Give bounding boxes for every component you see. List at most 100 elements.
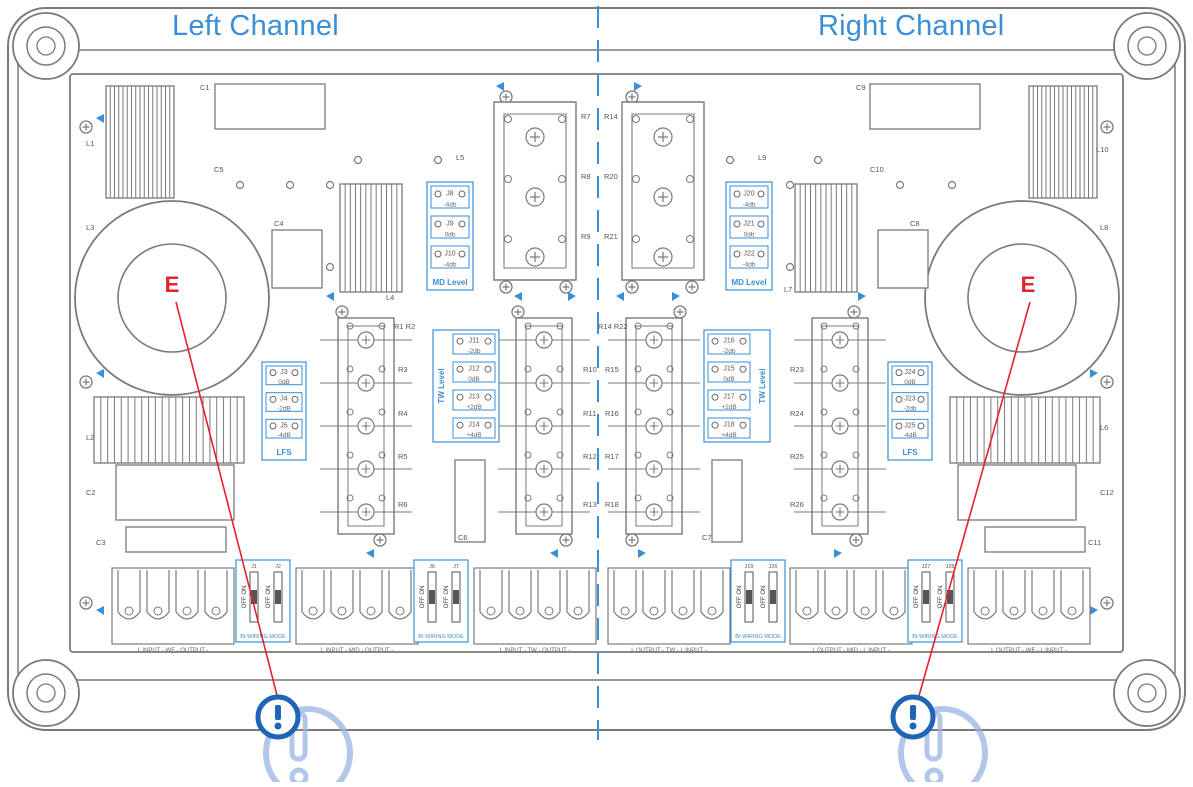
screw-slot: [514, 308, 522, 316]
jumper-cell: [729, 215, 769, 239]
column-pin: [556, 451, 564, 459]
column-pin: [852, 408, 860, 416]
terminal-screw: [980, 606, 990, 616]
jumper-pin: [484, 393, 492, 401]
column-screw-slot: [649, 335, 659, 345]
switch-lever: [275, 590, 281, 604]
mount-hole: [1137, 36, 1157, 56]
jumper-id: J15: [723, 366, 734, 373]
alignment-mark: [326, 292, 334, 301]
component-label: C2: [86, 488, 96, 497]
jumper-id: J10: [444, 251, 455, 258]
terminal-screw: [308, 606, 318, 616]
bracket-inner: [631, 113, 695, 269]
jumper-title: LFS: [276, 448, 292, 457]
component-label: L6: [1100, 423, 1108, 432]
switch-lever: [770, 590, 776, 604]
outer-frame: [7, 7, 1186, 731]
jumper-pin: [711, 393, 719, 401]
component-label: L10: [1096, 145, 1109, 154]
mount-boss: [12, 659, 80, 727]
column-pin: [556, 494, 564, 502]
jumper-value: -4db: [443, 202, 456, 209]
capacitor: [869, 83, 981, 130]
coil-l4: [339, 183, 403, 293]
terminal-right-0: L OUTPUT - TW - L INPUT -: [607, 567, 731, 654]
terminal-screw: [182, 606, 192, 616]
component-label: R15: [605, 365, 619, 374]
jumper-pin: [917, 369, 925, 377]
switch-lever: [251, 590, 257, 604]
switch-id: J27: [922, 564, 931, 570]
screw-slot: [562, 283, 570, 291]
bracket-screw-slot: [530, 192, 540, 202]
column-screw-slot: [649, 507, 659, 517]
column-pin: [378, 494, 386, 502]
coil-l1: [105, 85, 175, 199]
warning-icon-bar: [910, 705, 916, 720]
component-label: C11: [1088, 538, 1101, 547]
screw-slot: [852, 536, 860, 544]
terminal-clamp: [566, 570, 590, 620]
terminal-clamp: [613, 570, 637, 620]
coil-l2: [93, 396, 245, 464]
column-pin: [556, 365, 564, 373]
jumper-id: J23: [904, 396, 915, 403]
column-screw-slot: [539, 421, 549, 431]
column-pin: [820, 451, 828, 459]
switch-slot: [427, 571, 437, 623]
jumper-cell: [452, 389, 496, 411]
resistor-column: [498, 317, 590, 535]
column-pin: [666, 365, 674, 373]
warning-icon-left: [255, 694, 353, 787]
bracket-pin: [632, 175, 640, 183]
terminal-clamp: [1060, 570, 1084, 620]
bracket-pin: [686, 235, 694, 243]
jumper-panel-frame: [432, 329, 500, 443]
mount-hole: [36, 683, 56, 703]
bracket-screw-slot: [530, 132, 540, 142]
bracket-pin: [686, 115, 694, 123]
component-label: C9: [856, 83, 866, 92]
via-hole: [325, 262, 335, 272]
jumper-value: +2dB: [466, 404, 481, 411]
switch-id: J26: [769, 564, 778, 570]
terminal-clamp: [388, 570, 412, 620]
jumper-cell: [891, 418, 929, 439]
column-screw-slot: [539, 507, 549, 517]
column-pin: [634, 408, 642, 416]
jumper-pin: [739, 337, 747, 345]
via-hole: [947, 180, 957, 190]
column-screw-slot: [361, 464, 371, 474]
terminal-left-0: L INPUT - WF - OUTPUT -: [111, 567, 235, 654]
terminal-block: [111, 567, 235, 645]
terminal-clamp: [882, 570, 906, 620]
left-channel-title: Left Channel: [172, 10, 339, 42]
bracket-pin: [632, 115, 640, 123]
jumper-pin: [434, 220, 442, 228]
column-pin: [346, 365, 354, 373]
column-screw-slot: [649, 464, 659, 474]
warning-icon-bar: [275, 705, 281, 720]
column-screw-slot: [835, 378, 845, 388]
terminal-clamp: [479, 570, 503, 620]
terminal-screw: [515, 606, 525, 616]
jumper-title: LFS: [902, 448, 918, 457]
terminal-label: L OUTPUT - WF - L INPUT -: [991, 648, 1067, 654]
jumper-pin: [291, 422, 299, 430]
jumper-pin: [733, 190, 741, 198]
jumper-id: J8: [446, 191, 454, 198]
screw-slot: [82, 378, 90, 386]
terminal-clamp: [508, 570, 532, 620]
component-label: R4: [398, 409, 408, 418]
component-labels: C1C5C2C3C4C6C9C10C8C7C12C11L1L2L3L4L5L10…: [86, 83, 1114, 547]
jumper-id: J18: [723, 422, 734, 429]
terminal-label: L INPUT - WF - OUTPUT -: [138, 648, 209, 654]
column-pin: [346, 451, 354, 459]
leader-line-left: [175, 301, 280, 704]
jumper-cell: [452, 333, 496, 355]
column-pin: [378, 408, 386, 416]
alignment-mark: [672, 292, 680, 301]
jumper-cell: [265, 418, 303, 439]
